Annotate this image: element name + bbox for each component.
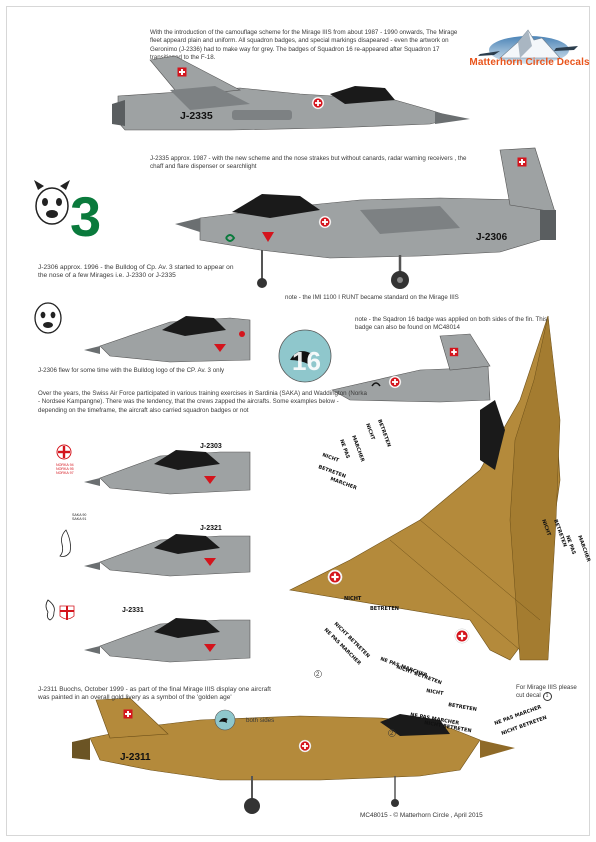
norka-zap-icon xyxy=(56,444,72,460)
callout-2-a-ring xyxy=(314,670,322,678)
footer-copyright: MC48015 - © Matterhorn Circle , April 20… xyxy=(360,812,483,819)
stencil-betreten-5: BETRETEN xyxy=(448,702,478,713)
sq16-number: 16 xyxy=(292,346,321,376)
norka-line-1: NORKA 94 xyxy=(56,463,74,467)
bulldog-number: 3 xyxy=(70,185,101,248)
cut-decal-callout: 1 xyxy=(542,692,552,702)
serial-j2331: J-2331 xyxy=(122,607,144,614)
saka-line-2: SAKA 91 xyxy=(72,517,86,521)
note-cut-decal: For Mirage IIIS please cut decal 1 xyxy=(516,684,577,702)
saka-zap-icon xyxy=(59,529,71,557)
serial-j2321: J-2321 xyxy=(200,525,222,532)
callout-2-b-ring xyxy=(388,729,396,737)
uk-zap-icon xyxy=(45,599,75,621)
stencil-nicht-3: NICHT xyxy=(540,519,552,538)
stencil-nicht-2: NICHT xyxy=(321,452,340,464)
bulldog-small-icon xyxy=(34,302,62,334)
serial-j2306: J-2306 xyxy=(476,232,508,243)
aircraft-j2321-nose xyxy=(84,534,251,577)
aircraft-j2306-profile xyxy=(175,147,556,289)
stencil-marcher-3: MARCHER xyxy=(576,535,591,563)
serial-j2311: J-2311 xyxy=(120,752,151,763)
note-exercises: Over the years, the Swiss Air Force part… xyxy=(38,390,367,414)
caption-j2311: J-2311 Buochs, October 1999 - as part of… xyxy=(38,686,271,702)
aircraft-j2306-nose xyxy=(84,316,251,363)
serial-j2335: J-2335 xyxy=(180,110,213,122)
stencil-ne-pas-1: NE PAS xyxy=(338,439,351,460)
bulldog-badge-icon xyxy=(34,180,70,225)
note-runt: note - the IMI 1100 I RUNT became standa… xyxy=(285,294,459,301)
callout-2-b: 2 xyxy=(390,731,394,737)
aircraft-gold-top-view xyxy=(289,315,561,661)
caption-j2306: J-2306 approx. 1996 - the Bulldog of Cp.… xyxy=(38,264,234,280)
matterhorn-mountain-icon xyxy=(478,29,578,64)
norka-line-3: NORKA 97 xyxy=(56,471,74,475)
stencil-group-lower-left: NICHT BETRETEN MARCHER xyxy=(317,452,357,491)
intro-text: With the introduction of the camouflage … xyxy=(150,29,458,62)
stencil-nicht-5: NICHT xyxy=(426,688,445,697)
brand-logo xyxy=(470,24,588,74)
aircraft-j2311-profile xyxy=(72,697,515,814)
norka-line-2: NORKA 95 xyxy=(56,467,74,471)
stencil-nicht-betreten-2: NICHT BETRETEN xyxy=(395,664,442,686)
stencil-marcher-1: MARCHER xyxy=(350,435,365,463)
squadron-16-small-badge-icon xyxy=(214,709,236,731)
saka-line-1: SAKA 90 xyxy=(72,513,86,517)
stencil-nicht-4: NICHT xyxy=(344,596,362,602)
note-sq16: note - the Sqadron 16 badge was applied … xyxy=(355,316,548,332)
aircraft-j2331-nose xyxy=(84,618,251,663)
note-both-sides: both sides xyxy=(246,717,275,724)
stencil-nicht-1: NICHT xyxy=(364,423,376,442)
aircraft-j2303-nose xyxy=(84,450,251,495)
stencil-group-upper: NE PAS MARCHER NICHT BETRETEN xyxy=(338,419,392,463)
page-border xyxy=(6,6,590,836)
caption-j2335: J-2335 approx. 1987 - with the new schem… xyxy=(150,155,467,171)
callout-2-a: 2 xyxy=(316,672,320,678)
caption-j2306b: J-2306 flew for some time with the Bulld… xyxy=(38,367,225,374)
serial-j2303: J-2303 xyxy=(200,443,222,450)
stencil-betreten-1: BETRETEN xyxy=(376,419,392,448)
aircraft-tail-section-grey xyxy=(331,333,491,403)
brand-name: Matterhorn Circle Decals xyxy=(469,57,590,68)
squadron-16-badge-icon xyxy=(278,329,332,383)
aircraft-j2335-profile xyxy=(112,55,470,131)
stencil-betreten-4: BETRETEN xyxy=(370,606,399,612)
